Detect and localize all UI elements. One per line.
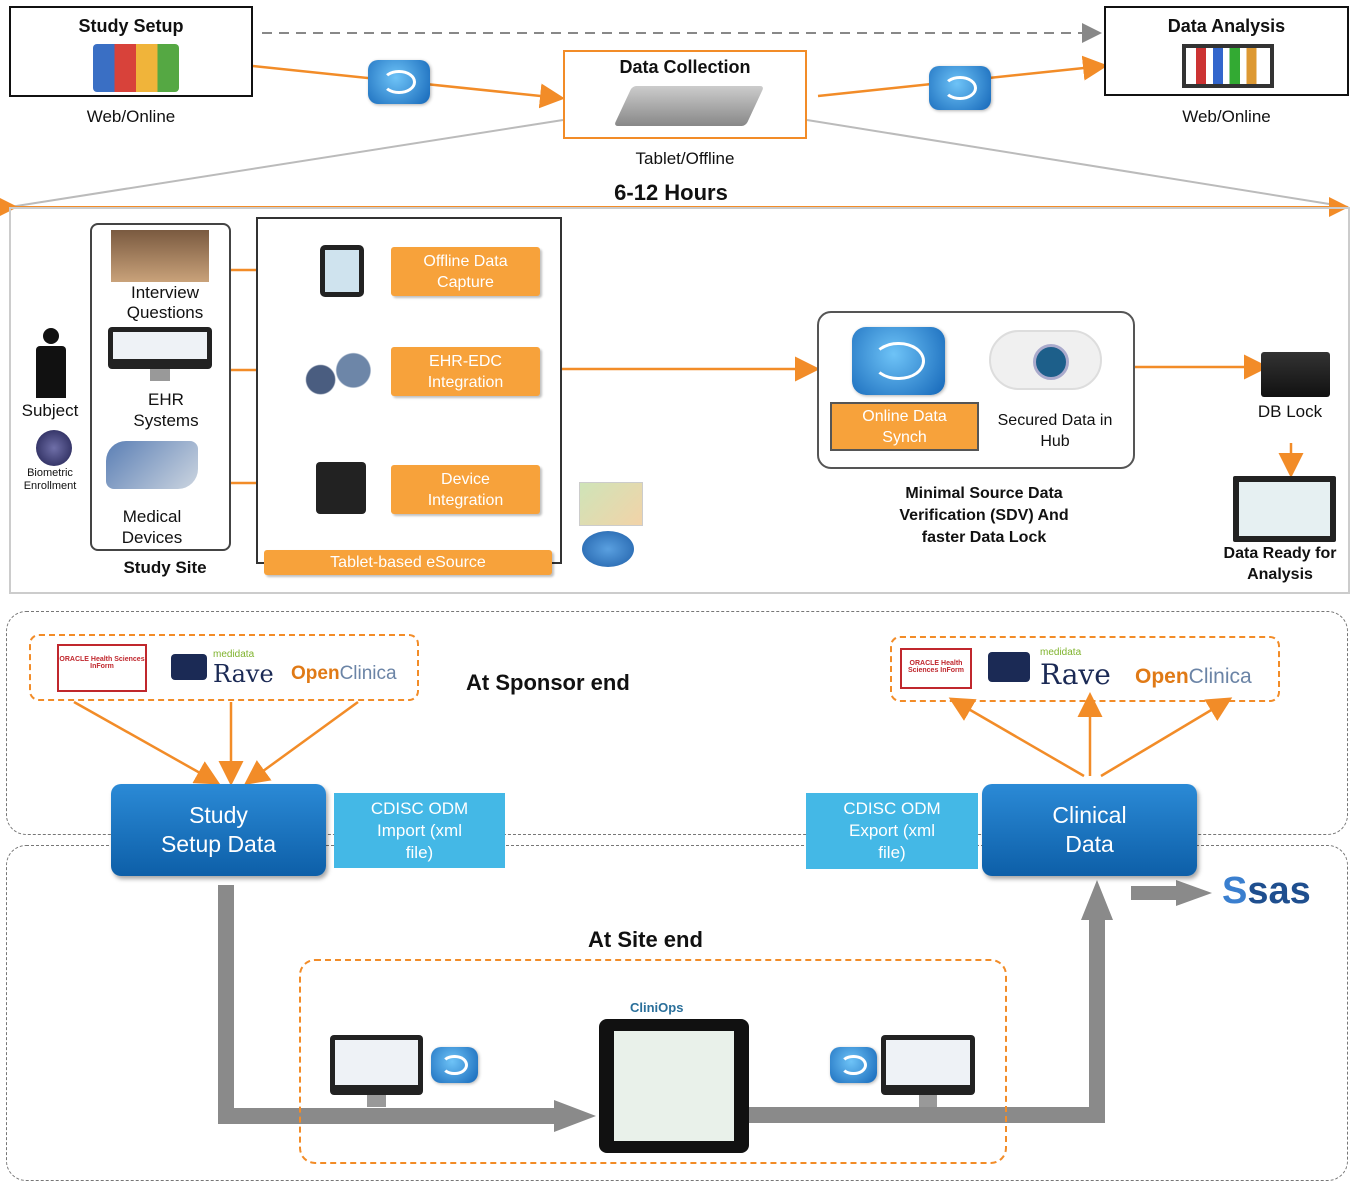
data-ready-label: Data Ready for Analysis [1223, 545, 1337, 583]
fingerprint-icon [36, 430, 72, 466]
analysis-screen-icon [1233, 476, 1336, 542]
clinical-data-node: Clinical Data [982, 784, 1197, 876]
cloud-lock-icon [989, 330, 1102, 390]
site-process-panel [9, 207, 1350, 594]
tablet-device-icon [320, 245, 364, 297]
study-setup-box: Study Setup [9, 6, 253, 97]
site-end-panel [6, 845, 1348, 1181]
puzzle-hand-icon [296, 352, 378, 398]
ehr-edc-pill: EHR-EDC Integration [391, 347, 540, 396]
site-end-group [299, 959, 1007, 1164]
bar-chart-icon [1182, 44, 1274, 88]
esource-pill: Tablet-based eSource [264, 550, 552, 575]
fda-compliant-icon [582, 531, 634, 567]
study-site-label: Study Site [123, 558, 207, 577]
map-icon [579, 482, 643, 526]
offline-capture-pill: Offline Data Capture [391, 247, 540, 296]
sas-s-icon: S [1222, 870, 1248, 912]
sponsor-edc-group-left [29, 634, 419, 701]
cdisc-export-note: CDISC ODM Export (xml file) [806, 793, 978, 869]
ehr-label: EHR Systems [133, 390, 199, 430]
sas-logo: Ssas [1222, 870, 1311, 912]
data-collection-title: Data Collection [619, 57, 751, 77]
cdisc-import-note: CDISC ODM Import (xml file) [334, 793, 505, 868]
data-analysis-title: Data Analysis [1167, 16, 1286, 36]
duration-label: 6-12 Hours [614, 180, 728, 205]
device-integration-pill: Device Integration [391, 465, 540, 514]
sync-icon [929, 66, 991, 110]
subject-label: Subject [21, 401, 79, 420]
oracle-logo: ORACLE Health Sciences InForm [900, 648, 972, 689]
secured-label: Secured Data in Hub [997, 412, 1113, 450]
db-lock-icon [1261, 352, 1330, 397]
monitor-device-icon [316, 462, 366, 514]
puzzle-icon [93, 44, 179, 92]
openclinica-logo: OpenClinica [291, 663, 397, 684]
sdv-label: Minimal Source Data Verification (SDV) A… [899, 485, 1069, 546]
sync-icon [368, 60, 430, 104]
cliniops-logo: CliniOps [630, 1000, 684, 1015]
medical-label: Medical Devices [121, 507, 183, 547]
online-synch-pill: Online Data Synch [830, 402, 979, 451]
sync-icon [431, 1047, 478, 1083]
medical-device-icon [106, 441, 198, 489]
db-lock-label: DB Lock [1257, 402, 1323, 421]
study-setup-data-node: Study Setup Data [111, 784, 326, 876]
data-collection-box: Data Collection [563, 50, 807, 139]
data-analysis-caption: Web/Online [1182, 107, 1271, 126]
study-setup-title: Study Setup [78, 16, 184, 36]
interviewer-photo [111, 230, 209, 282]
subject-icon [35, 328, 67, 398]
sync-icon [830, 1047, 877, 1083]
site-end-label: At Site end [588, 927, 703, 952]
rave-grid-icon [988, 652, 1030, 682]
desktop-monitor-icon [881, 1035, 975, 1107]
biometric-label: Biometric Enrollment [23, 467, 77, 492]
sponsor-end-label: At Sponsor end [466, 670, 630, 695]
oracle-logo: ORACLE Health Sciences InForm [57, 644, 147, 692]
ehr-monitor-icon [108, 327, 212, 381]
cliniops-tablet-icon [599, 1019, 749, 1153]
openclinica-logo: OpenClinica [1135, 665, 1252, 688]
desktop-monitor-icon [330, 1035, 423, 1107]
study-setup-caption: Web/Online [86, 107, 176, 126]
sponsor-panel [6, 611, 1348, 835]
data-analysis-box: Data Analysis [1104, 6, 1349, 96]
tablet-icon [613, 86, 765, 126]
sponsor-edc-group-right [890, 636, 1280, 702]
data-collection-caption: Tablet/Offline [635, 149, 735, 168]
sync-icon [852, 327, 945, 395]
interview-label: Interview Questions [126, 283, 204, 322]
rave-grid-icon [171, 654, 207, 680]
